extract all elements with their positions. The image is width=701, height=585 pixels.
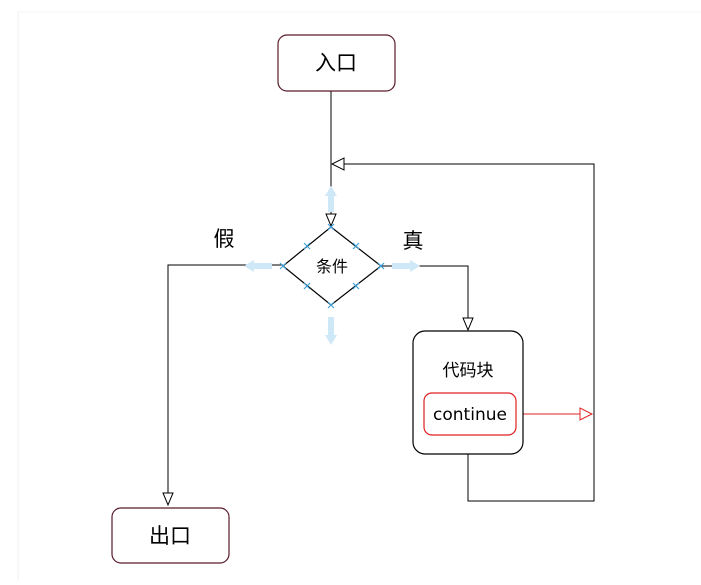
point-left bbox=[279, 262, 287, 270]
false-branch-label: 假 bbox=[214, 227, 235, 251]
arrowhead-continue bbox=[579, 407, 594, 421]
node-code-block[interactable]: 代码块 continue bbox=[412, 330, 524, 455]
point-top-left bbox=[303, 242, 311, 250]
exit-label: 出口 bbox=[149, 524, 191, 548]
continue-box bbox=[423, 392, 517, 436]
point-top-right bbox=[352, 242, 360, 250]
hint-arrow-up[interactable] bbox=[325, 186, 337, 212]
node-continue[interactable]: continue bbox=[423, 392, 517, 436]
point-bottom-left bbox=[303, 282, 311, 290]
edge-condition-to-exit bbox=[167, 264, 283, 493]
entry-label: 入口 bbox=[315, 51, 357, 75]
entry-box bbox=[277, 34, 396, 92]
condition-connection-points bbox=[279, 223, 385, 309]
point-bottom-right bbox=[352, 282, 360, 290]
hint-arrow-down[interactable] bbox=[325, 317, 337, 345]
hint-arrow-right[interactable] bbox=[392, 260, 420, 272]
arrowhead-condition-top bbox=[325, 213, 337, 228]
arrowhead-exit bbox=[162, 492, 174, 507]
node-exit[interactable]: 出口 bbox=[111, 507, 230, 564]
node-condition[interactable]: 条件 bbox=[279, 223, 385, 309]
point-right bbox=[377, 262, 385, 270]
exit-box bbox=[111, 507, 230, 564]
edge-loop-back bbox=[344, 163, 595, 502]
hint-arrow-left[interactable] bbox=[244, 260, 272, 272]
continue-label: continue bbox=[433, 405, 507, 425]
arrowhead-code-block bbox=[462, 317, 474, 332]
point-bottom bbox=[327, 301, 335, 309]
condition-label: 条件 bbox=[316, 257, 348, 276]
node-entry[interactable]: 入口 bbox=[277, 34, 396, 92]
connection-hints bbox=[244, 186, 420, 345]
point-top bbox=[327, 223, 335, 231]
code-block-label: 代码块 bbox=[443, 361, 494, 381]
edge-condition-to-code-block bbox=[381, 265, 469, 318]
true-branch-label: 真 bbox=[403, 229, 424, 253]
arrowhead-loop-back bbox=[330, 157, 345, 171]
